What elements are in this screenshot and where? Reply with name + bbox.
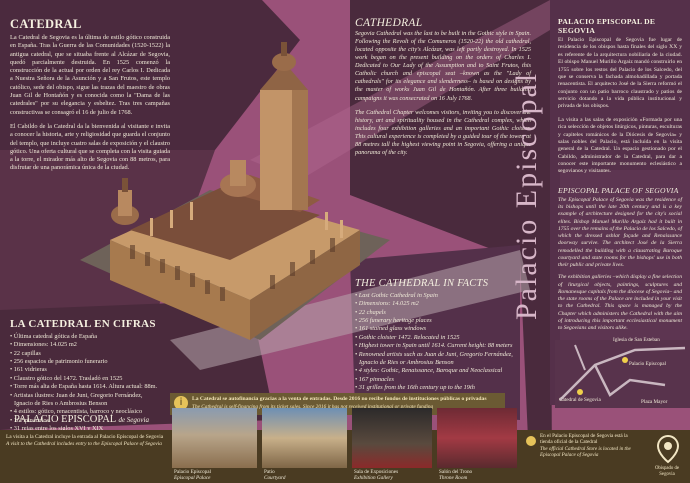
caption-en: Throne Room: [439, 474, 468, 481]
cathedral-title: CATHEDRAL: [355, 17, 423, 29]
brand-note-en: A visit to the Cathedral includes entry …: [6, 441, 162, 447]
brand-note-es: La visita a la Catedral incluye la entra…: [6, 434, 164, 440]
palacio-paragraph-2: La visita a las salas de exposición «For…: [558, 116, 682, 175]
fact-item: • 167 pinnacles: [355, 375, 394, 383]
cathedral-paragraph-2: The Cathedral Chapter welcomes visitors,…: [355, 108, 531, 156]
facts-list: • Last Gothic Cathedral in Spain • Dimen…: [355, 292, 535, 392]
fact-item: • Gothic cloister 1472. Relocated in 152…: [355, 333, 460, 341]
map-pin-icon: [656, 434, 680, 464]
cifra-item: • 161 vidrieras: [10, 366, 47, 374]
caption-es: Sala de Exposiciones: [354, 469, 399, 475]
map-graphic: [559, 344, 686, 401]
cifra-item: • Claustro gótico del 1472. Trasladó en …: [10, 374, 123, 382]
brand-suffix: de Segovia: [118, 416, 149, 424]
episcopal-palace-title: EPISCOPAL PALACE OF SEGOVIA: [558, 185, 679, 195]
notice-es: La Catedral se autofinancia gracias a la…: [192, 396, 487, 402]
caption-en: Episcopal Palace: [174, 474, 211, 481]
cathedral-paragraph-1: Segovia Cathedral was the last to be bui…: [355, 30, 531, 102]
photo-sala: [352, 408, 432, 468]
info-icon: i: [174, 396, 188, 410]
right-column: PALACIO EPISCOPAL DE SEGOVIA El Palacio …: [558, 17, 682, 333]
cifra-item: Ignacio de Ries o Ambrosius Benson: [14, 399, 108, 407]
photo-salon: [437, 408, 517, 468]
store-note-en: The official Cathedral Store is located …: [540, 446, 631, 458]
map-label: Plaza Mayor: [641, 399, 668, 405]
catedral-paragraph-1: La Catedral de Segovia es la última de e…: [10, 34, 170, 116]
cifras-title: LA CATEDRAL EN CIFRAS: [10, 318, 156, 330]
map-label: Iglesia de San Esteban: [613, 337, 660, 343]
notice-en: The Cathedral is self-financing from its…: [192, 404, 434, 410]
caption-es: Palacio Episcopal: [174, 469, 212, 475]
episcopal-paragraph-1: The Episcopal Palace of Segovia was the …: [558, 196, 682, 269]
fact-item: • 22 chapels: [355, 308, 386, 316]
cifra-item: • 167 pináculos: [10, 416, 49, 424]
cifras-list: • Última catedral gótica de España • Dim…: [10, 333, 185, 433]
facts-section: THE CATHEDRAL IN FACTS • Last Gothic Cat…: [355, 278, 535, 392]
fact-item: Ignacio de Ries or Ambrosius Benson: [359, 358, 454, 366]
facts-title: THE CATHEDRAL IN FACTS: [355, 278, 489, 289]
location-map[interactable]: Iglesia de San Esteban Palacio Episcopal…: [555, 337, 690, 408]
middle-column: CATHEDRAL Segovia Cathedral was the last…: [355, 17, 531, 157]
palacio-paragraph-1: El Palacio Episcopal de Segovia fue luga…: [558, 37, 682, 110]
location-pin-icon: [526, 436, 536, 446]
fact-item: • 256 funerary heritage places: [355, 317, 432, 325]
cifra-item: • 31 rejas entre los siglos XVI y XIX: [10, 424, 104, 432]
left-column: CATEDRAL La Catedral de Segovia es la úl…: [10, 17, 170, 173]
brand-title: PALACIO EPISCOPAL de Segovia: [14, 414, 186, 425]
vertical-palacio-title: Palacio Episcopal: [510, 71, 543, 320]
episcopal-paragraph-2: The exhibition galleries –which display …: [558, 274, 682, 332]
caption-en: Exhibition Gallery: [354, 474, 393, 481]
store-note-es: En el Palacio Episcopal de Segovia está …: [540, 433, 628, 445]
catedral-title: CATEDRAL: [10, 17, 82, 31]
cifra-item: • Última catedral gótica de España: [10, 333, 98, 340]
cifra-item: • Artistas ilustres: Juan de Juni, Grego…: [10, 391, 143, 399]
caption-es: Patio: [264, 469, 275, 475]
caption-en: Courtyard: [264, 474, 286, 481]
cifra-item: • Torre más alta de España hasta 1614. A…: [10, 383, 158, 391]
vertical-title-wrap: Palacio Episcopal: [510, 20, 550, 320]
map-label: Catedral de Segovia: [559, 397, 601, 403]
photo-patio: [262, 408, 347, 468]
bottom-strip: La visita a la Catedral incluye la entra…: [0, 408, 690, 483]
cathedral-illustration: [80, 42, 390, 340]
fact-item: • Renowned artists such as Juan de Juni,…: [355, 350, 513, 358]
cifra-item: • Dimensiones: 14.025 m2: [10, 341, 77, 349]
cifra-item: • 256 espacios de patrimonio funerario: [10, 358, 108, 366]
fact-item: • Highest tower in Spain until 1614. Cur…: [355, 342, 513, 350]
palacio-brand: PALACIO EPISCOPAL de Segovia: [14, 414, 186, 425]
fact-item: • Last Gothic Cathedral in Spain: [355, 292, 438, 299]
fact-item: • 161 stained glass windows: [355, 325, 427, 333]
catedral-paragraph-2: El Cabildo de la Catedral da la bienveni…: [10, 122, 170, 172]
brand-name: PALACIO EPISCOPAL: [14, 414, 116, 425]
fact-item: • 4 styles: Gothic, Renaissance, Baroque…: [355, 367, 503, 375]
palacio-title: PALACIO EPISCOPAL DE SEGOVIA: [558, 17, 656, 35]
obispado-label: Obispado de Segovia: [654, 466, 680, 477]
fact-item: • 31 grilles from the 16th century up to…: [355, 383, 475, 391]
cifra-item: • 22 capillas: [10, 349, 41, 357]
caption-es: Salón del Trono: [439, 469, 473, 475]
fact-item: • Dimensions: 14.025 m2: [355, 300, 419, 308]
photo-palacio: [172, 408, 257, 468]
cifra-item: • 4 estilos: gótico, renacentista, barro…: [10, 408, 143, 416]
map-label: Palacio Episcopal: [629, 361, 667, 367]
cifras-section: LA CATEDRAL EN CIFRAS • Última catedral …: [10, 318, 185, 433]
